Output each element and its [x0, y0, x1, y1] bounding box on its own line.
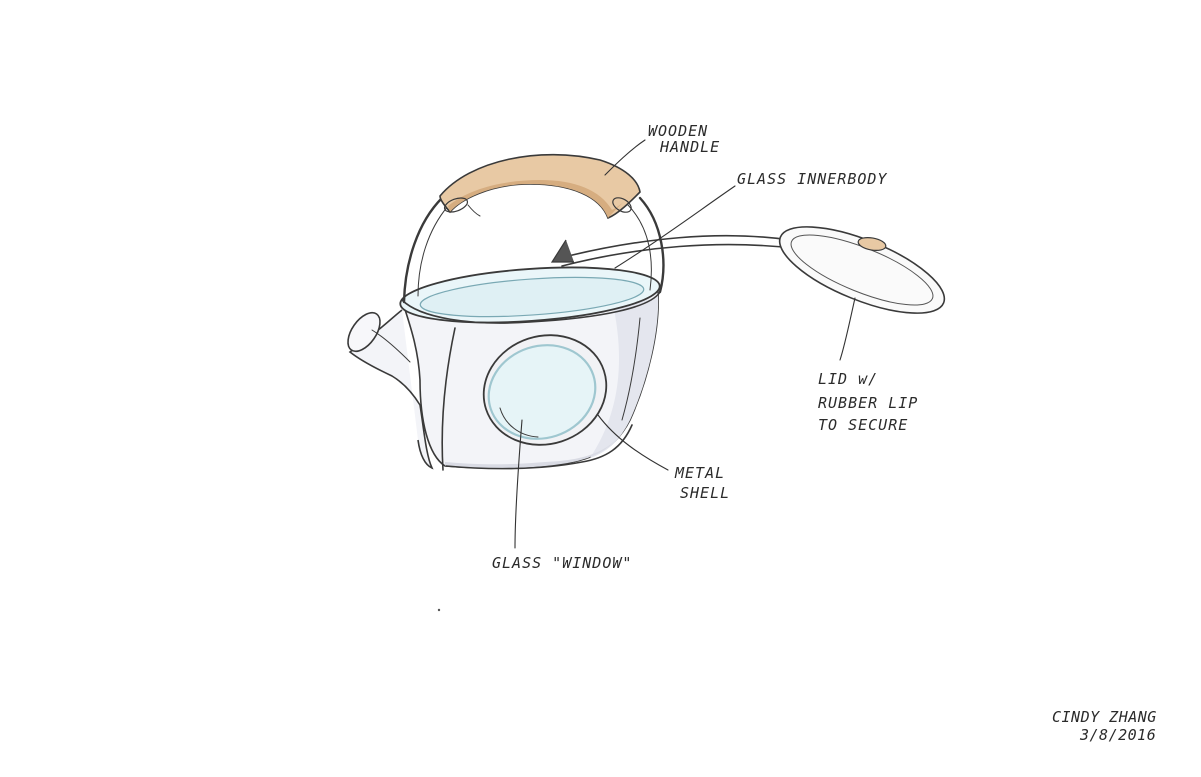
- handle-frame-right: [638, 196, 665, 294]
- leader-glass-window: [514, 419, 523, 549]
- label-lid-line1: LID w/: [818, 370, 878, 388]
- label-lid: LID w/ RUBBER LIP TO SECURE: [818, 370, 928, 434]
- label-metal-shell-line1: METAL: [674, 464, 725, 482]
- label-glass-innerbody: GLASS INNERBODY: [737, 170, 887, 188]
- lid-disc: [778, 226, 946, 314]
- shell-shading: [590, 292, 659, 458]
- signature: CINDY ZHANG 3/8/2016: [1052, 708, 1166, 744]
- pencil-dot: [437, 608, 441, 612]
- label-wooden-handle-line2: HANDLE: [659, 138, 720, 156]
- label-metal-shell-line2: SHELL: [680, 484, 730, 502]
- signature-date: 3/8/2016: [1079, 726, 1156, 744]
- label-glass-window: GLASS "WINDOW": [492, 554, 632, 572]
- leader-wooden-handle: [604, 139, 646, 176]
- lid: [550, 226, 946, 314]
- leader-glass-innerbody: [614, 185, 736, 269]
- label-wooden-handle: WOODEN HANDLE: [648, 122, 720, 156]
- label-metal-shell: METAL SHELL: [674, 464, 735, 502]
- label-lid-line3: TO SECURE: [818, 416, 908, 434]
- arrow-head: [550, 239, 574, 263]
- signature-name: CINDY ZHANG: [1052, 708, 1157, 726]
- label-lid-line2: RUBBER LIP: [818, 394, 918, 412]
- lid-knob: [857, 237, 887, 251]
- label-wooden-handle-line1: WOODEN: [648, 122, 708, 140]
- leader-metal-shell: [597, 414, 669, 471]
- leader-lid: [839, 297, 856, 361]
- teapot: [347, 153, 665, 471]
- handle-frame-left: [402, 196, 444, 304]
- wooden-handle: [439, 153, 641, 220]
